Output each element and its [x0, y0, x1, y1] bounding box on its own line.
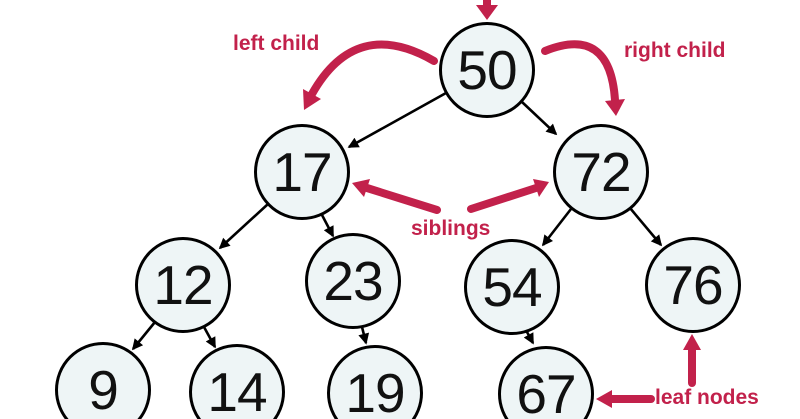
edge-50-72: [521, 101, 558, 136]
siblings-left-arrowhead-icon: [352, 179, 370, 197]
left-child-arrow-stem: [308, 40, 438, 98]
tree-node-76: 76: [645, 237, 741, 333]
siblings-right-arrow-stem: [467, 184, 540, 213]
edge-12-14: [202, 326, 217, 349]
tree-node-50: 50: [439, 22, 535, 118]
edge-12-9: [131, 321, 157, 351]
edge-54-67: [523, 331, 535, 345]
edge-72-76: [629, 207, 663, 247]
left-child-label: left child: [233, 32, 320, 55]
right-child-arrowhead-icon: [605, 99, 625, 116]
tree-node-12: 12: [135, 237, 231, 333]
siblings-right-arrowhead-icon: [533, 179, 549, 197]
edge-23-19: [358, 326, 370, 345]
edge-72-54: [541, 208, 573, 247]
right-child-arrow-stem: [541, 40, 619, 104]
siblings-label: siblings: [411, 217, 491, 240]
siblings-left-arrow-stem: [363, 184, 441, 214]
edge-17-23: [320, 214, 335, 238]
leaf-nodes-label: leaf nodes: [655, 386, 759, 409]
right-child-label: right child: [624, 39, 726, 62]
leaf-nodes-up-arrowhead-icon: [683, 334, 701, 350]
root-pointer-arrowhead-icon: [476, 5, 498, 20]
edge-17-12: [218, 203, 269, 250]
tree-node-14: 14: [189, 344, 285, 419]
tree-node-17: 17: [254, 124, 350, 220]
tree-node-19: 19: [327, 345, 423, 419]
tree-node-9: 9: [55, 342, 151, 419]
edge-50-17: [347, 91, 447, 149]
tree-node-23: 23: [305, 233, 401, 329]
tree-node-54: 54: [464, 239, 560, 335]
tree-node-72: 72: [553, 124, 649, 220]
leaf-nodes-left-arrowhead-icon: [596, 390, 612, 408]
tree-node-67: 67: [498, 346, 594, 419]
left-child-arrowhead-icon: [303, 89, 321, 110]
